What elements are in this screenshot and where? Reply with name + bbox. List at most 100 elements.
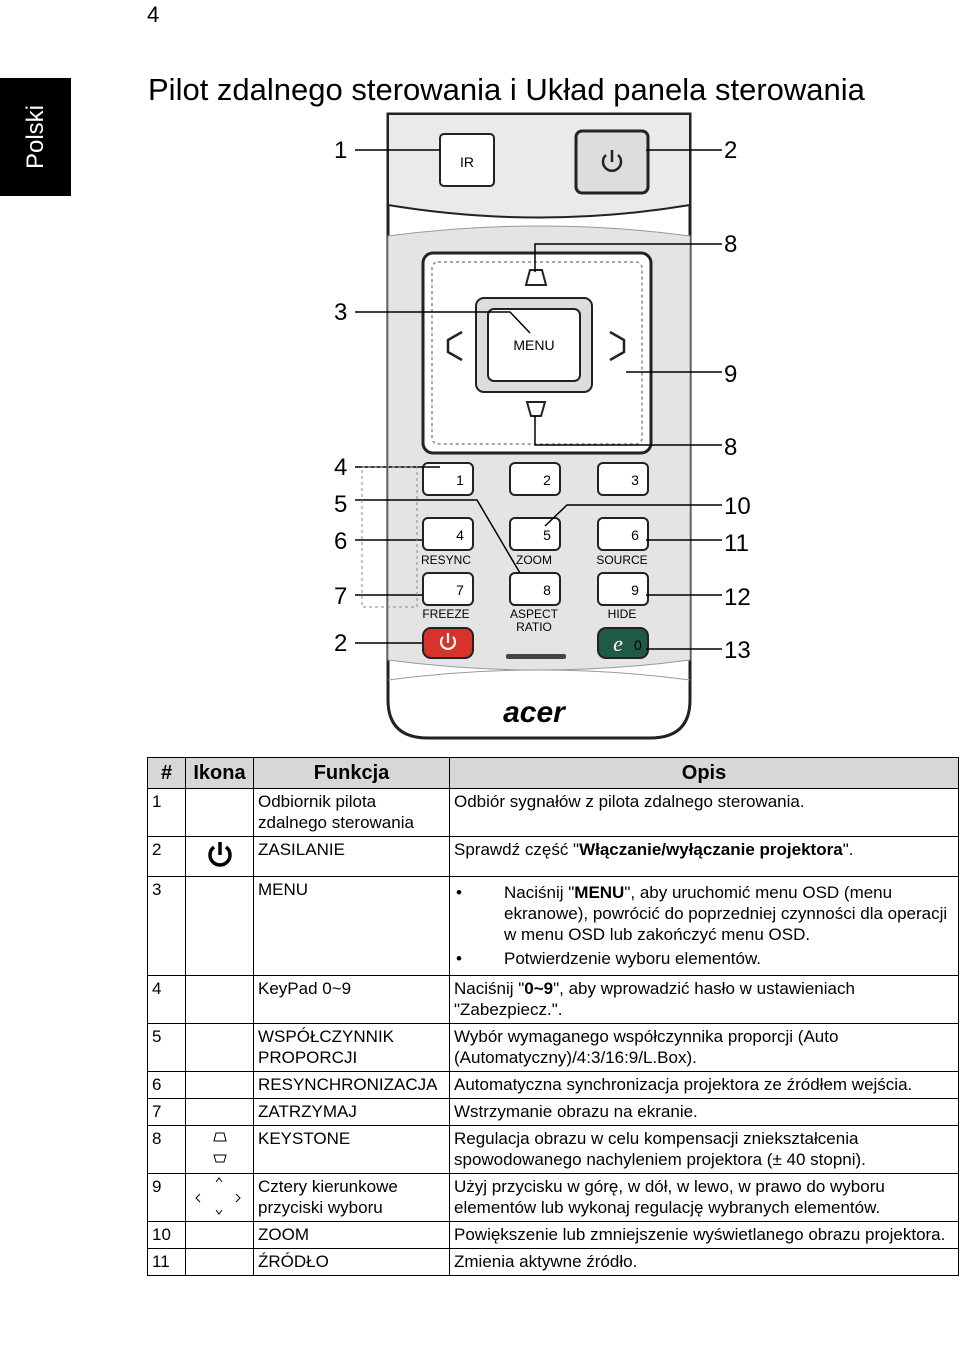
callout-8: 8 <box>724 231 737 258</box>
key-5[interactable] <box>509 517 561 551</box>
row-number: 9 <box>147 1173 186 1222</box>
col-header-icon: Ikona <box>185 757 254 789</box>
description-cell: Odbiór sygnałów z pilota zdalnego sterow… <box>449 788 959 837</box>
key-3[interactable] <box>597 462 649 496</box>
key-2[interactable] <box>509 462 561 496</box>
keystone-down-icon[interactable] <box>525 401 547 417</box>
keystone-icon <box>212 1132 227 1163</box>
empowering-icon: e <box>613 631 623 656</box>
row-number: 2 <box>147 836 186 877</box>
key-7-label: 7 <box>456 582 464 598</box>
col-header-function: Funkcja <box>253 757 450 789</box>
desc-text: ", aby wprowadzić hasło w ustawieniach "… <box>454 979 855 1019</box>
icon-cell <box>185 975 254 1024</box>
callout-1: 1 <box>334 137 347 164</box>
function-cell: ZASILANIE <box>253 836 450 877</box>
left-arrow-icon[interactable] <box>446 330 463 362</box>
description-cell: Naciśnij "0~9", aby wprowadzić hasło w u… <box>449 975 959 1024</box>
description-cell: •Naciśnij "MENU", aby uruchomić menu OSD… <box>449 876 959 976</box>
function-cell: RESYNCHRONIZACJA <box>253 1071 450 1099</box>
key-0-label: 0 <box>634 637 642 653</box>
callout-12: 12 <box>724 584 751 611</box>
key-9[interactable] <box>597 572 649 606</box>
callout-6: 6 <box>334 528 347 555</box>
table-row: 8 KEYSTONE Regulacja obrazu w celu kompe… <box>147 1125 959 1174</box>
keypad: 1 2 3 4 5 6 7 8 9 RESYNC ZOOM SOURCE FRE… <box>421 462 649 634</box>
callout-3: 3 <box>334 299 347 326</box>
resync-label: RESYNC <box>421 553 471 567</box>
language-tab: Polski <box>0 78 71 196</box>
row-number: 4 <box>147 975 186 1024</box>
description-cell: Sprawdź część "Włączanie/wyłączanie proj… <box>449 836 959 877</box>
icon-cell <box>185 1248 254 1276</box>
table-row: 11 ŹRÓDŁO Zmienia aktywne źródło. <box>147 1248 959 1276</box>
key-6-label: 6 <box>631 527 639 543</box>
callout-9: 9 <box>724 361 737 388</box>
col-header-number: # <box>147 757 186 789</box>
zoom-label: ZOOM <box>516 553 552 567</box>
row-number: 8 <box>147 1125 186 1174</box>
function-cell: MENU <box>253 876 450 976</box>
desc-bold: Włączanie/wyłączanie projektora <box>579 840 843 859</box>
callout-13: 13 <box>724 637 751 664</box>
row-number: 5 <box>147 1023 186 1072</box>
callout-10: 10 <box>724 493 751 520</box>
icon-cell <box>185 788 254 837</box>
callout-2b: 2 <box>334 630 347 657</box>
function-cell: Odbiornik pilota zdalnego sterowania <box>253 788 450 837</box>
function-cell: ZOOM <box>253 1221 450 1249</box>
description-cell: Użyj przycisku w górę, w dół, w lewo, w … <box>449 1173 959 1222</box>
page-title: Pilot zdalnego sterowania i Układ panela… <box>148 72 865 107</box>
power-icon <box>439 633 457 650</box>
desc-text: Naciśnij " <box>454 979 525 998</box>
icon-cell <box>185 1071 254 1099</box>
icon-cell <box>185 836 254 877</box>
key-9-label: 9 <box>631 582 639 598</box>
menu-label: MENU <box>513 337 554 353</box>
key-1[interactable] <box>422 462 474 496</box>
description-cell: Wybór wymaganego współczynnika proporcji… <box>449 1023 959 1072</box>
table-header-row: # Ikona Funkcja Opis <box>147 757 959 789</box>
table-row: 9 Cztery kierunkowe przyciski wyboru Uży… <box>147 1173 959 1222</box>
power-icon <box>601 150 623 172</box>
key-5-label: 5 <box>543 527 551 543</box>
callout-lines <box>355 149 722 650</box>
row-number: 6 <box>147 1071 186 1099</box>
remote-diagram: IR MENU 1 2 3 4 5 6 7 8 9 RESYNC ZOOM SO… <box>334 112 751 740</box>
function-cell: ŹRÓDŁO <box>253 1248 450 1276</box>
bullet-item: •Potwierdzenie wyboru elementów. <box>454 948 954 969</box>
aspect-label: ASPECT <box>510 607 559 621</box>
freeze-label: FREEZE <box>422 607 469 621</box>
table-row: 5 WSPÓŁCZYNNIK PROPORCJI Wybór wymaganeg… <box>147 1023 959 1072</box>
function-table: # Ikona Funkcja Opis 1 Odbiornik pilota … <box>147 757 959 1276</box>
description-cell: Wstrzymanie obrazu na ekranie. <box>449 1098 959 1126</box>
keystone-up-icon[interactable] <box>524 269 548 286</box>
desc-text: ". <box>842 840 854 859</box>
right-arrow-icon[interactable] <box>609 330 626 362</box>
key-6[interactable] <box>597 517 649 551</box>
callout-5: 5 <box>334 491 347 518</box>
table-row: 4 KeyPad 0~9 Naciśnij "0~9", aby wprowad… <box>147 975 959 1024</box>
table-row: 10 ZOOM Powiększenie lub zmniejszenie wy… <box>147 1221 959 1249</box>
table-row: 7 ZATRZYMAJ Wstrzymanie obrazu na ekrani… <box>147 1098 959 1126</box>
table-row: 3 MENU •Naciśnij "MENU", aby uruchomić m… <box>147 876 959 976</box>
function-cell: KEYSTONE <box>253 1125 450 1174</box>
callout-8b: 8 <box>724 434 737 461</box>
key-2-label: 2 <box>543 472 551 488</box>
icon-cell <box>185 1023 254 1072</box>
ir-receiver <box>439 133 495 187</box>
key-8[interactable] <box>509 572 561 606</box>
key-4[interactable] <box>422 517 474 551</box>
key-7[interactable] <box>422 572 474 606</box>
table-row: 2 ZASILANIE Sprawdź część "Włączanie/wył… <box>147 836 959 877</box>
table-row: 6 RESYNCHRONIZACJA Automatyczna synchron… <box>147 1071 959 1099</box>
desc-text: Potwierdzenie wyboru elementów. <box>504 949 762 968</box>
table-row: 1 Odbiornik pilota zdalnego sterowania O… <box>147 788 959 837</box>
row-number: 7 <box>147 1098 186 1126</box>
function-cell: ZATRZYMAJ <box>253 1098 450 1126</box>
key-8-label: 8 <box>543 582 551 598</box>
empowering-key[interactable] <box>597 627 649 659</box>
ratio-label: RATIO <box>516 620 552 634</box>
function-cell: KeyPad 0~9 <box>253 975 450 1024</box>
brand-logo: acer <box>503 696 567 729</box>
